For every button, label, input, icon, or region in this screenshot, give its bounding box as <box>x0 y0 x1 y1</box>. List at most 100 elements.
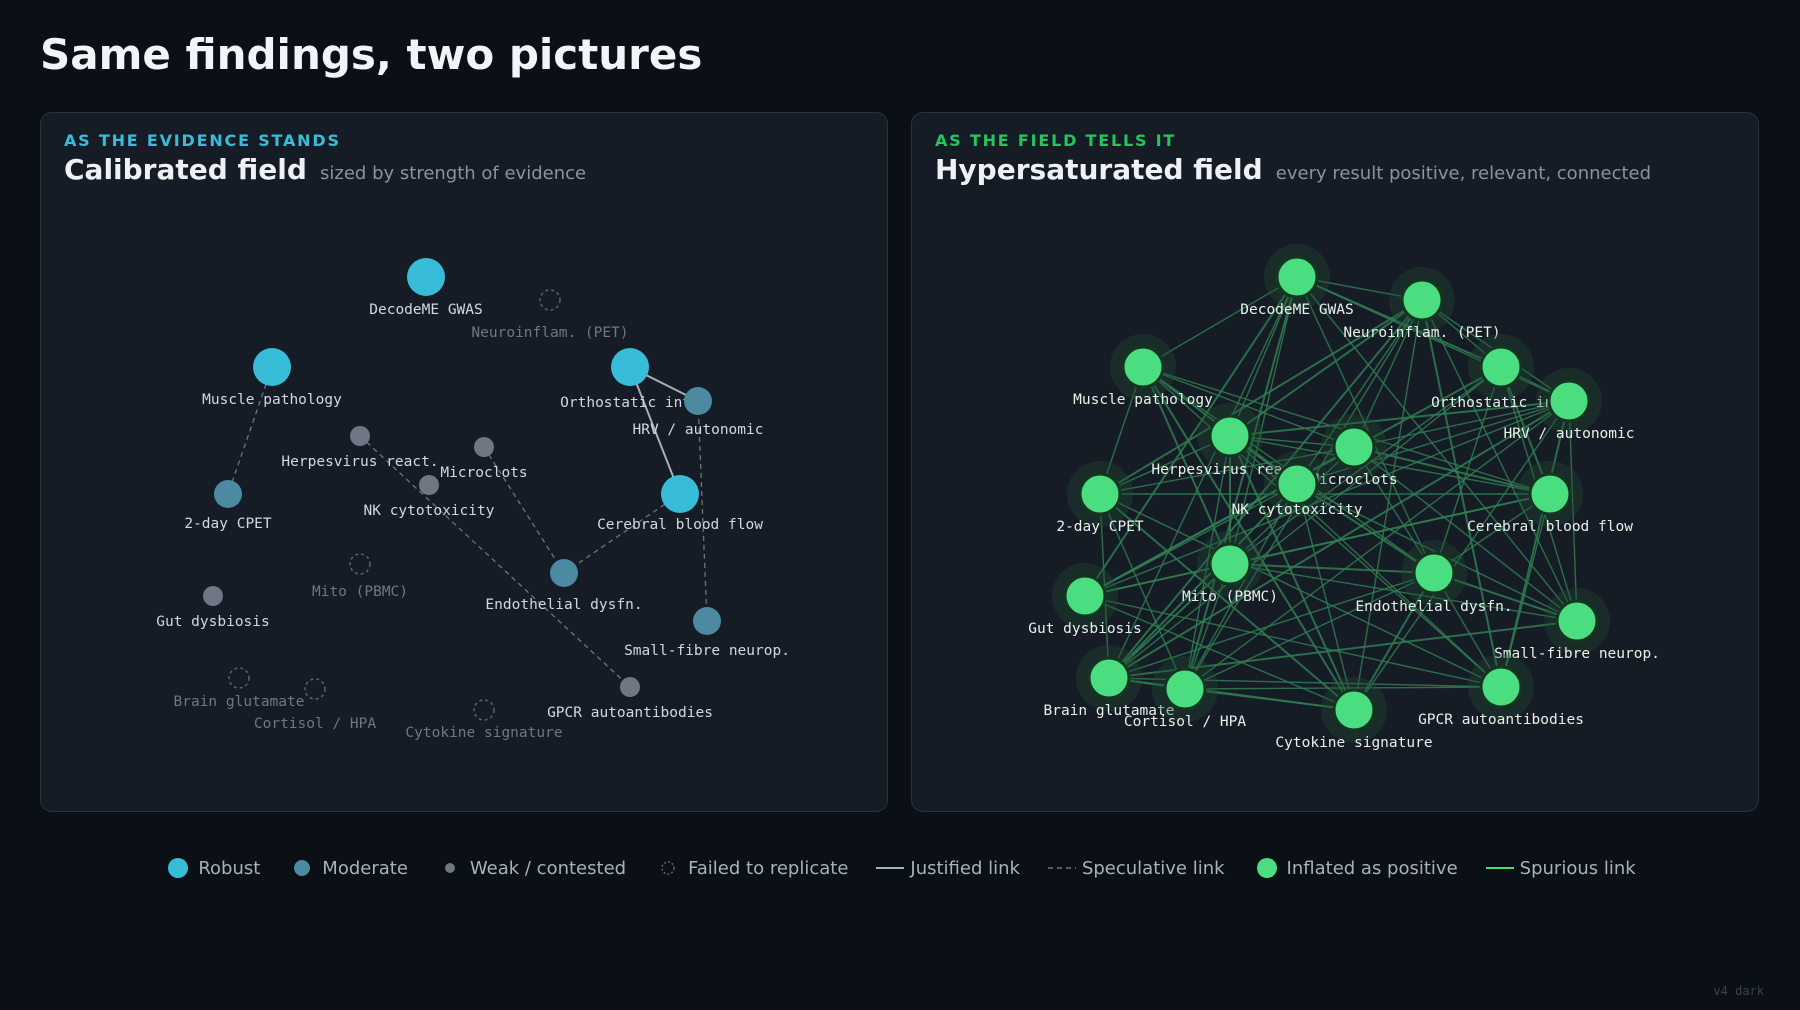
legend-item-justified: Justified link <box>876 857 1020 879</box>
spurious-link-cortisol-gpcr <box>1184 686 1502 690</box>
spurious-link-herpes-cortisol <box>1184 435 1231 690</box>
calibrated-node-cortisol <box>304 678 326 700</box>
spurious-link-cbf-endo <box>1433 493 1551 574</box>
spurious-link-ortho-cbf <box>1500 366 1551 495</box>
spurious-link-ortho-endo <box>1433 366 1502 574</box>
inflated-node-label-gpcr: GPCR autoantibodies <box>1418 712 1584 728</box>
legend-swatch-spurious <box>1485 867 1514 869</box>
spurious-link-gwas-gut <box>1084 276 1298 597</box>
inflated-node-label-hrv: HRV / autonomic <box>1504 426 1635 442</box>
spurious-link-hrv-microclots <box>1353 400 1570 448</box>
right-panel-subtitle: every result positive, relevant, connect… <box>1275 163 1652 184</box>
calibrated-node-label-ortho: Orthostatic int. <box>560 395 700 411</box>
spurious-link-hrv-cortisol <box>1184 400 1570 690</box>
spurious-link-cortisol-cyto <box>1184 688 1355 711</box>
spurious-link-pet-sfn <box>1421 299 1578 622</box>
spurious-link-muscle-cpet <box>1099 366 1144 495</box>
inflated-node-label-cpet: 2-day CPET <box>1056 519 1144 535</box>
spurious-link-gwas-mito <box>1229 276 1298 565</box>
spurious-link-microclots-mito <box>1229 446 1355 565</box>
inflated-node-label-glut: Brain glutamate <box>1044 703 1175 719</box>
calibrated-field-panel: AS THE EVIDENCE STANDS Calibrated field … <box>40 112 888 812</box>
legend-label-inflated: Inflated as positive <box>1286 857 1458 879</box>
calibrated-node-cbf <box>661 475 699 513</box>
calibrated-node-gwas <box>407 258 445 296</box>
inflated-node-label-muscle: Muscle pathology <box>1073 392 1213 408</box>
spurious-link-herpes-cpet <box>1099 435 1231 495</box>
spurious-link-endo-gpcr <box>1433 572 1502 688</box>
calibrated-node-label-mito: Mito (PBMC) <box>312 584 408 600</box>
spurious-link-gut-gpcr <box>1084 595 1502 688</box>
inflated-node-microclots <box>1332 425 1376 469</box>
inflated-node-sfn <box>1555 599 1599 643</box>
calibrated-node-mito <box>349 553 371 575</box>
spurious-link-ortho-glut <box>1108 366 1502 679</box>
right-panel-heading: Hypersaturated field every result positi… <box>935 153 1651 186</box>
left-panel-heading: Calibrated field sized by strength of ev… <box>64 153 586 186</box>
calibrated-node-pet <box>539 289 561 311</box>
inflated-node-label-pet: Neuroinflam. (PET) <box>1343 325 1500 341</box>
inflated-node-pet <box>1400 278 1444 322</box>
legend-swatch-weak <box>444 863 455 873</box>
hypersaturated-network-graph: DecodeME GWAS Neuroinflam. (PET) Muscle pa… <box>1028 244 1660 751</box>
spurious-link-hrv-nk <box>1296 400 1570 485</box>
legend-label-moderate: Moderate <box>322 857 408 879</box>
inflated-node-label-mito: Mito (PBMC) <box>1182 589 1278 605</box>
calibrated-node-glut <box>228 667 250 689</box>
calibrated-node-label-hrv: HRV / autonomic <box>633 422 764 438</box>
calibrated-node-label-microclots: Microclots <box>440 465 527 481</box>
calibrated-node-herpes <box>350 426 370 446</box>
spurious-link-cpet-cortisol <box>1099 493 1186 690</box>
inflated-node-label-cortisol: Cortisol / HPA <box>1124 714 1246 730</box>
legend-label-failed: Failed to replicate <box>688 857 849 879</box>
calibrated-node-endo <box>550 559 578 587</box>
spurious-link-nk-endo <box>1296 483 1435 574</box>
legend-item-spurious: Spurious link <box>1485 857 1636 879</box>
calibrated-node-label-cyto: Cytokine signature <box>405 725 562 741</box>
legend-swatch-speculative <box>1047 867 1076 869</box>
calibrated-node-cyto <box>473 699 495 721</box>
legend-swatch-failed <box>661 861 675 875</box>
inflated-node-label-gwas: DecodeME GWAS <box>1240 302 1354 318</box>
spurious-link-mito-sfn <box>1229 563 1578 622</box>
spurious-link-herpes-gpcr <box>1229 435 1502 688</box>
calibrated-node-label-muscle: Muscle pathology <box>202 392 342 408</box>
spurious-link-pet-cyto <box>1353 299 1423 711</box>
spurious-link-mito-glut <box>1108 563 1231 679</box>
speculative-link-herpes-gpcr <box>359 435 631 688</box>
spurious-link-mito-endo <box>1229 563 1435 574</box>
inflated-node-label-endo: Endothelial dysfn. <box>1355 599 1512 615</box>
calibrated-node-label-gut: Gut dysbiosis <box>156 614 270 630</box>
inflated-node-cortisol <box>1163 667 1207 711</box>
spurious-link-hrv-herpes <box>1229 400 1570 437</box>
spurious-link-hrv-sfn <box>1568 400 1578 622</box>
calibrated-node-muscle <box>253 348 291 386</box>
legend-label-spurious: Spurious link <box>1519 857 1636 879</box>
inflated-node-cpet <box>1078 472 1122 516</box>
left-panel-subtitle: sized by strength of evidence <box>320 163 587 184</box>
legend-label-speculative: Speculative link <box>1081 857 1225 879</box>
inflated-node-mito <box>1208 542 1252 586</box>
inflated-node-label-herpes: Herpesvirus react. <box>1151 462 1308 478</box>
spurious-link-pet-cpet <box>1099 299 1423 495</box>
spurious-link-muscle-gpcr <box>1142 366 1502 688</box>
spurious-link-cpet-cyto <box>1099 493 1355 711</box>
left-panel-title: Calibrated field <box>64 153 307 186</box>
legend-item-weak: Weak / contested <box>436 857 626 879</box>
legend-swatch-moderate <box>294 860 311 876</box>
calibrated-node-hrv <box>684 387 712 415</box>
legend-label-weak: Weak / contested <box>469 857 627 879</box>
calibrated-node-label-gpcr: GPCR autoantibodies <box>547 705 713 721</box>
spurious-link-pet-glut <box>1108 299 1423 679</box>
speculative-link-hrv-sfn <box>697 400 708 622</box>
spurious-link-endo-sfn <box>1433 572 1578 622</box>
legend-swatch-inflated <box>1256 858 1277 878</box>
inflated-node-gut <box>1063 574 1107 618</box>
calibrated-node-label-cpet: 2-day CPET <box>184 516 272 532</box>
spurious-link-gut-cyto <box>1084 595 1355 711</box>
inflated-node-label-sfn: Small-fibre neurop. <box>1494 646 1660 662</box>
spurious-link-nk-cortisol <box>1184 483 1298 690</box>
calibrated-node-label-endo: Endothelial dysfn. <box>485 597 642 613</box>
